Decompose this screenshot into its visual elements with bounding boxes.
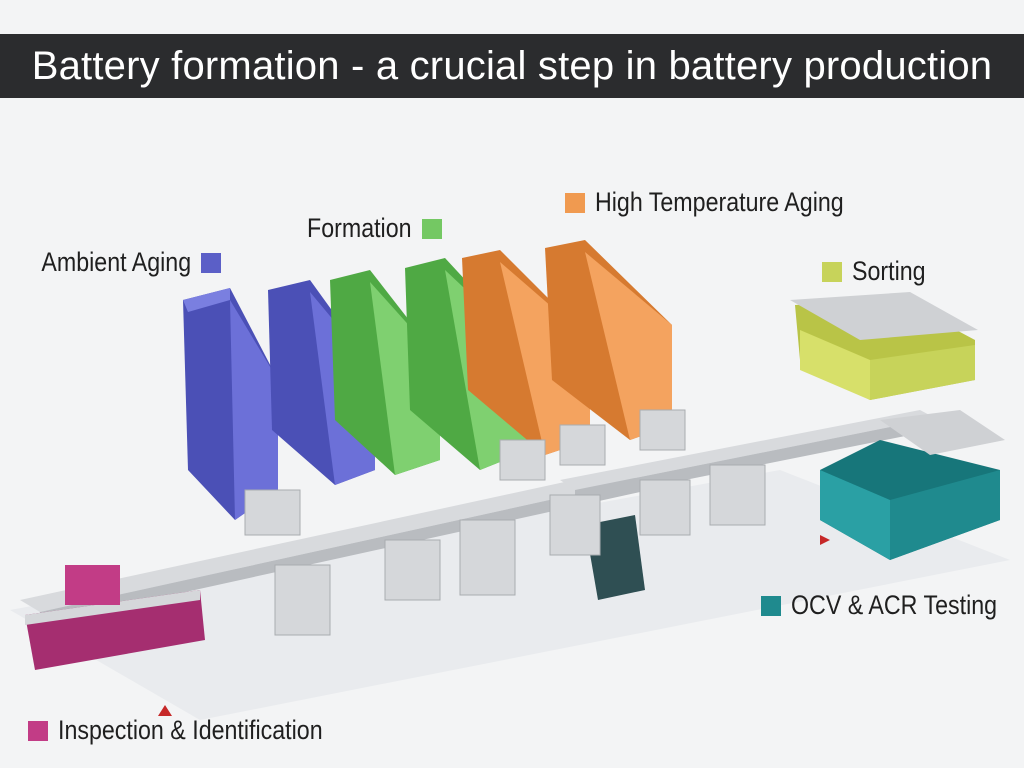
ocv-acr-testing-swatch: [761, 595, 781, 616]
inspection-station: [25, 565, 205, 670]
right-conveyor: [560, 410, 935, 490]
ocv-acr-testing-station: [820, 410, 1005, 560]
legend-ambient-aging: Ambient Aging: [17, 247, 221, 278]
legend-inspection-identification: Inspection & Identification: [28, 715, 366, 746]
legend-ocv-acr-testing: OCV & ACR Testing: [761, 590, 1024, 621]
arrow-marker: [820, 535, 830, 545]
main-conveyor: [20, 470, 640, 612]
high-temperature-aging-swatch: [565, 192, 585, 213]
sorting-swatch: [822, 261, 842, 282]
arrow-marker: [158, 705, 172, 716]
page-title: Battery formation - a crucial step in ba…: [0, 34, 1024, 98]
ambient-aging-swatch: [201, 252, 221, 273]
sorting-station: [790, 292, 978, 400]
conveyor-stations: [244, 409, 766, 636]
legend-formation: Formation: [290, 213, 442, 244]
high-temperature-aging-racks: [462, 240, 672, 455]
legend-sorting: Sorting: [822, 256, 938, 287]
inspection-identification-swatch: [28, 720, 48, 741]
formation-swatch: [422, 218, 442, 239]
legend-high-temperature-aging: High Temperature Aging: [565, 187, 884, 218]
